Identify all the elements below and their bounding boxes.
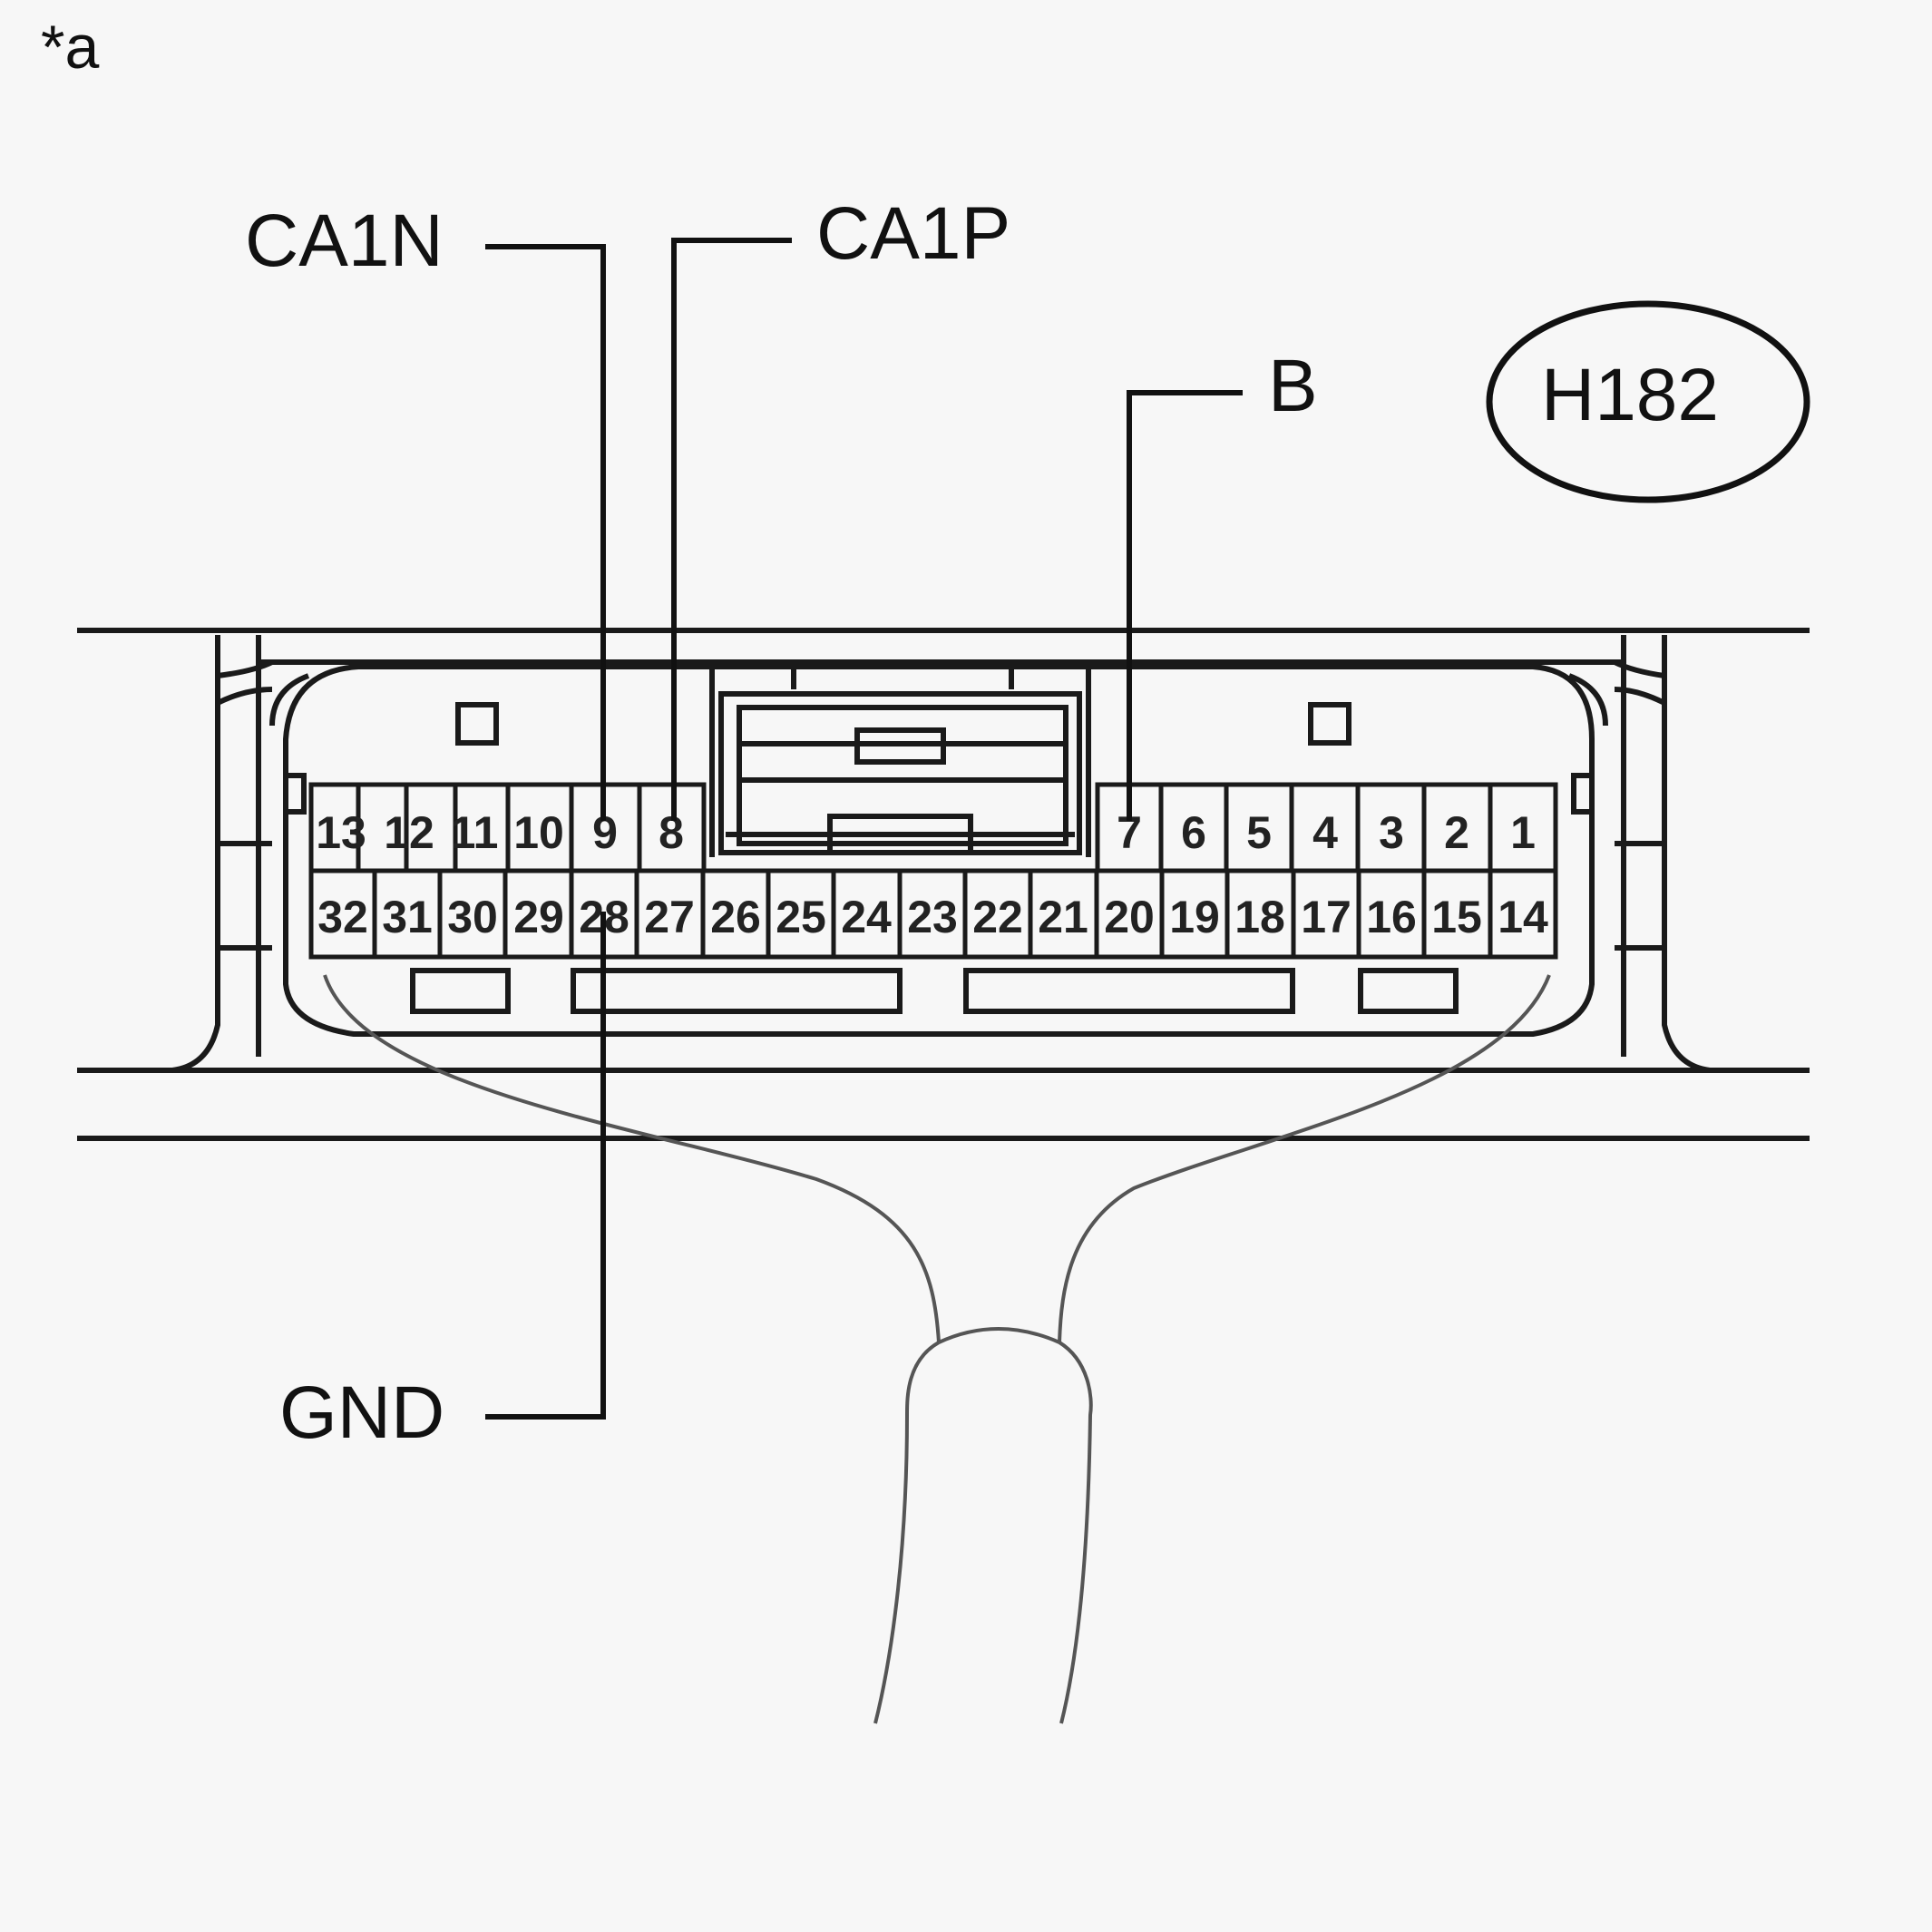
pin-label: 1 bbox=[1510, 807, 1536, 858]
connector-id-callout: H182 bbox=[1486, 300, 1810, 503]
pin-label: 31 bbox=[382, 892, 433, 942]
pin-label: 11 bbox=[451, 807, 499, 858]
pin-label: 25 bbox=[776, 892, 826, 942]
pin-label: 17 bbox=[1301, 892, 1351, 942]
terminal-label-gnd: GND bbox=[279, 1371, 444, 1454]
top-row-pins: 13 12 11 10 9 8 7 6 5 4 3 2 1 bbox=[316, 807, 1536, 858]
terminal-grid bbox=[308, 782, 1558, 960]
wire-harness bbox=[323, 974, 1551, 1724]
terminal-label-b: B bbox=[1268, 345, 1318, 427]
pin-label: 24 bbox=[841, 892, 892, 942]
pin-label: 30 bbox=[447, 892, 498, 942]
pin-label: 29 bbox=[513, 892, 564, 942]
pin-label: 6 bbox=[1181, 807, 1206, 858]
connector-housing bbox=[77, 628, 1810, 1141]
pin-label: 23 bbox=[907, 892, 958, 942]
pin-label: 14 bbox=[1498, 892, 1548, 942]
terminal-label-ca1p: CA1P bbox=[816, 192, 1010, 275]
pin-label: 22 bbox=[972, 892, 1023, 942]
pin-label: 13 bbox=[316, 807, 366, 858]
pin-label: 16 bbox=[1366, 892, 1417, 942]
pin-label: 15 bbox=[1431, 892, 1482, 942]
figure-mark: *a bbox=[41, 13, 99, 82]
pin-label: 10 bbox=[513, 807, 564, 858]
pin-label: 32 bbox=[317, 892, 368, 942]
connector-id: H182 bbox=[1541, 354, 1719, 436]
pin-label: 27 bbox=[644, 892, 695, 942]
terminal-label-ca1n: CA1N bbox=[245, 200, 444, 282]
pin-label: 5 bbox=[1246, 807, 1272, 858]
leader-lines bbox=[485, 238, 1243, 1420]
pin-label: 12 bbox=[384, 807, 434, 858]
pin-label: 20 bbox=[1104, 892, 1155, 942]
pin-label: 19 bbox=[1169, 892, 1220, 942]
bottom-row-pins: 32 31 30 29 28 27 26 25 24 23 22 21 20 1… bbox=[317, 892, 1548, 942]
pin-label: 21 bbox=[1038, 892, 1088, 942]
pin-label: 26 bbox=[710, 892, 761, 942]
pin-label: 4 bbox=[1312, 807, 1338, 858]
pin-label: 3 bbox=[1379, 807, 1404, 858]
pin-label: 18 bbox=[1234, 892, 1285, 942]
pin-label: 2 bbox=[1444, 807, 1469, 858]
